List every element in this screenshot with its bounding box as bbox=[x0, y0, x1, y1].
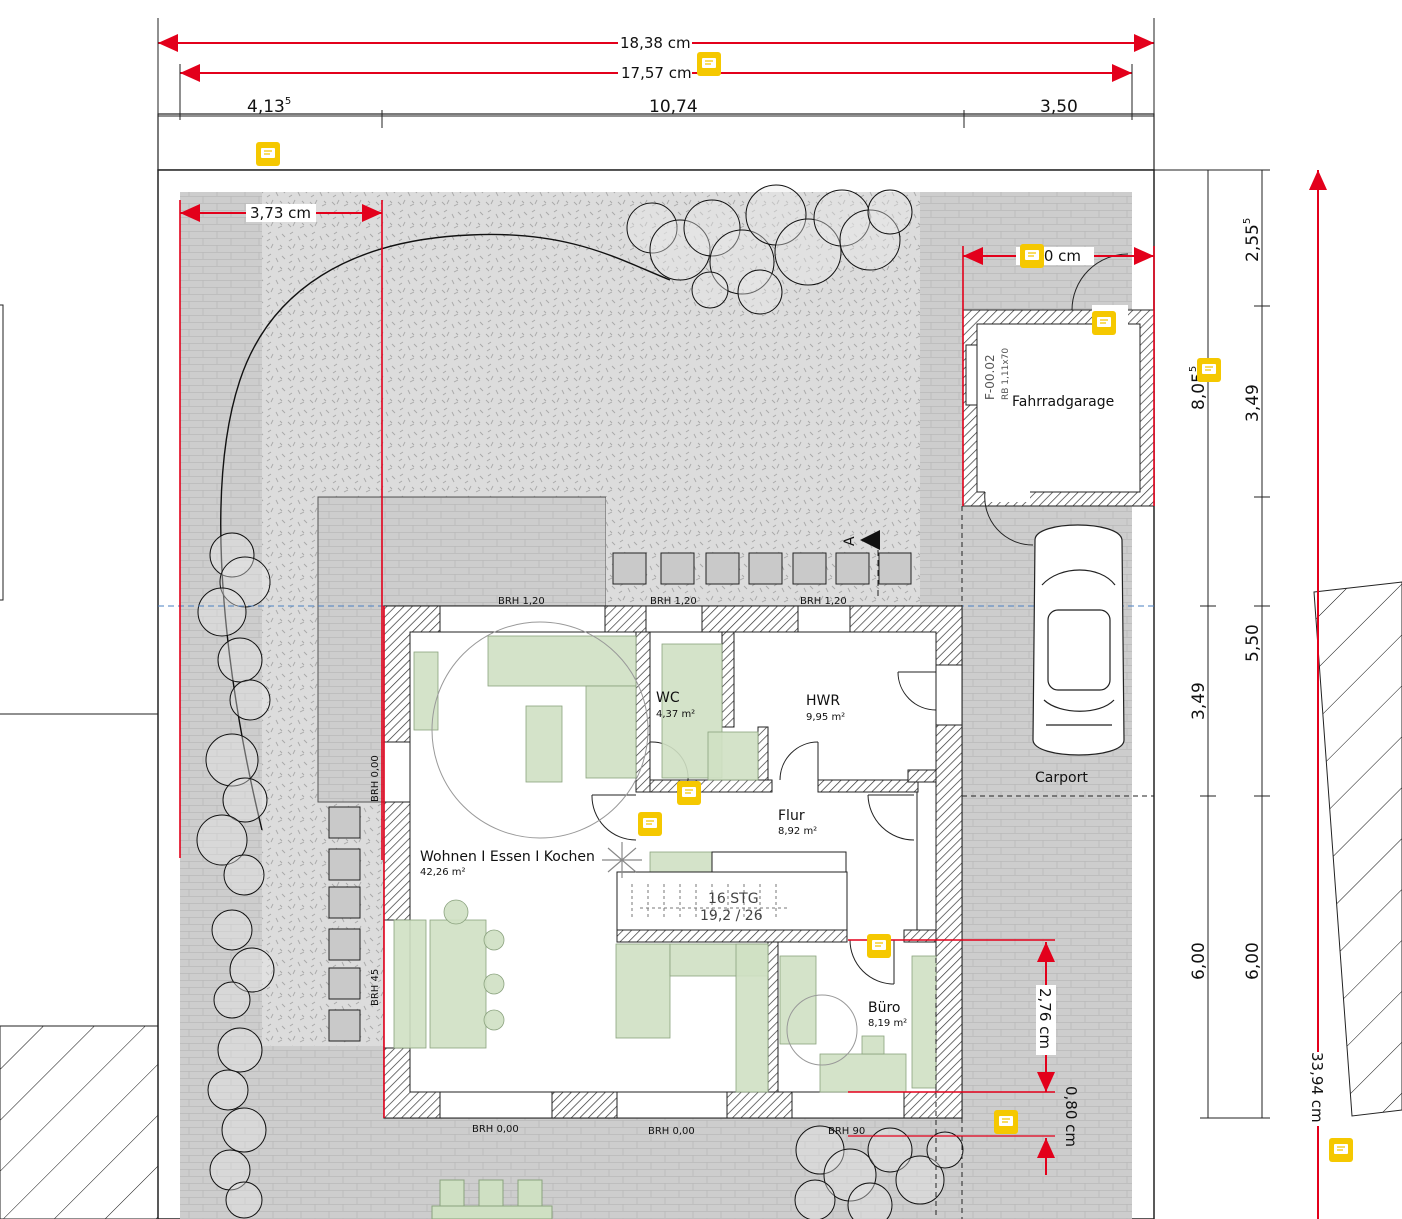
room-wc-name: WC bbox=[656, 690, 680, 706]
seg-mid-label: 10,74 bbox=[649, 97, 698, 117]
comment-icon[interactable] bbox=[1020, 244, 1044, 268]
comment-icon[interactable] bbox=[638, 812, 662, 836]
comment-icon[interactable] bbox=[867, 934, 891, 958]
shrubs bbox=[196, 184, 964, 1219]
lawn-width-label: 3,73 cm bbox=[250, 204, 311, 222]
room-wc-area: 4,37 m² bbox=[656, 709, 695, 720]
comment-icon[interactable] bbox=[1329, 1138, 1353, 1162]
window-id-label: F-00.02 bbox=[983, 354, 997, 400]
right-b-6-label: 6,00 bbox=[1189, 942, 1209, 980]
room-hwr-area: 9,95 m² bbox=[806, 712, 845, 723]
room-wohnen-name: Wohnen I Essen I Kochen bbox=[420, 849, 595, 865]
room-wohnen-area: 42,26 m² bbox=[420, 867, 466, 878]
comment-icon[interactable] bbox=[1197, 358, 1221, 382]
house bbox=[383, 605, 963, 1119]
room-buero-name: Büro bbox=[868, 1000, 901, 1016]
car-icon bbox=[1032, 524, 1125, 756]
comment-icon[interactable] bbox=[1092, 311, 1116, 335]
brh-bottom-2: BRH 0,00 bbox=[648, 1126, 695, 1137]
overall-width-label: 18,38 cm bbox=[620, 34, 691, 52]
stepping-stones bbox=[328, 552, 912, 1042]
comment-icons[interactable] bbox=[256, 52, 1353, 1162]
brh-bottom-3: BRH 90 bbox=[828, 1126, 865, 1137]
total-height-label: 33,94 cm bbox=[1308, 1052, 1326, 1123]
brh-top-2: BRH 1,20 bbox=[650, 596, 697, 607]
section-arrow-icon bbox=[860, 530, 880, 550]
comment-icon[interactable] bbox=[677, 781, 701, 805]
right-b-mid-label: 3,49 bbox=[1189, 682, 1209, 720]
seg-right-label: 3,50 bbox=[1040, 97, 1078, 117]
seg-left-label: 4,135 bbox=[247, 96, 291, 117]
brh-bottom-1: BRH 0,00 bbox=[472, 1124, 519, 1135]
stairs bbox=[616, 851, 848, 931]
section-label: A bbox=[842, 536, 858, 546]
brh-top-1: BRH 1,20 bbox=[498, 596, 545, 607]
stairs-count-label: 16 STG bbox=[708, 891, 759, 907]
brh-left-2: BRH 45 bbox=[370, 969, 381, 1006]
right-a-5-label: 5,50 bbox=[1243, 624, 1263, 662]
room-hwr-name: HWR bbox=[806, 693, 840, 709]
comment-icon[interactable] bbox=[256, 142, 280, 166]
window-spec-label: RB 1,11x70 bbox=[1001, 348, 1011, 400]
garden-furniture bbox=[431, 1179, 553, 1219]
carport bbox=[935, 506, 1154, 1219]
inner-width-label: 17,57 cm bbox=[621, 64, 692, 82]
room-flur-area: 8,92 m² bbox=[778, 826, 817, 837]
right-a-mid-label: 3,49 bbox=[1243, 384, 1263, 422]
room-flur-name: Flur bbox=[778, 808, 805, 824]
comment-icon[interactable] bbox=[697, 52, 721, 76]
comment-icon[interactable] bbox=[994, 1110, 1018, 1134]
right-a-6-label: 6,00 bbox=[1243, 942, 1263, 980]
brh-left-1: BRH 0,00 bbox=[370, 755, 381, 802]
brh-top-3: BRH 1,20 bbox=[800, 596, 847, 607]
right-a-top-label: 2,555 bbox=[1242, 218, 1263, 262]
buero-offset-label: 0,80 cm bbox=[1062, 1086, 1080, 1147]
neighbor-buildings bbox=[0, 304, 1402, 1219]
stairs-ratio-label: 19,2 / 26 bbox=[700, 908, 763, 924]
buero-depth-label: 2,76 cm bbox=[1036, 988, 1054, 1049]
room-buero-area: 8,19 m² bbox=[868, 1018, 907, 1029]
snowflake-icon bbox=[602, 842, 642, 878]
bike-garage bbox=[962, 253, 1155, 546]
carport-label: Carport bbox=[1035, 770, 1088, 786]
fahrradgarage-label: Fahrradgarage bbox=[1012, 394, 1114, 410]
